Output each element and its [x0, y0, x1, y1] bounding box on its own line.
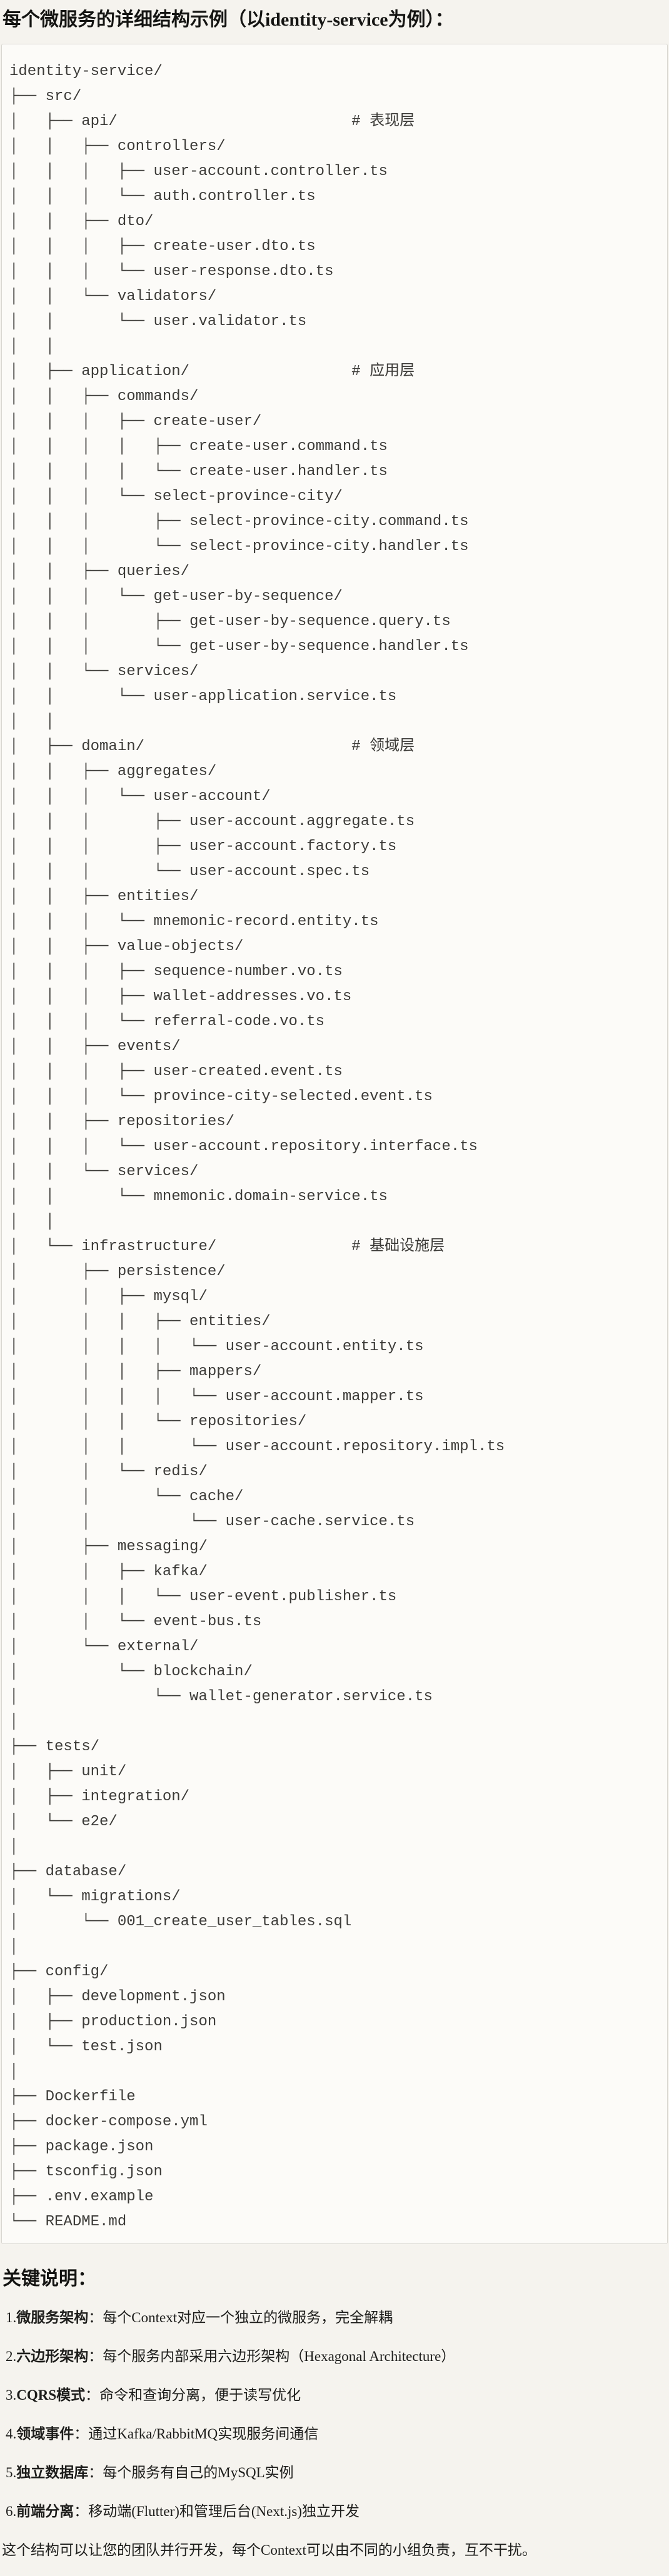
- note-label: 微服务架构: [16, 2310, 89, 2325]
- note-label: 六边形架构: [16, 2348, 89, 2364]
- note-label: CQRS模式: [16, 2387, 86, 2403]
- notes-heading: 关键说明：: [3, 2268, 96, 2289]
- note-label: 独立数据库: [16, 2465, 89, 2480]
- note-number: 6.: [6, 2503, 17, 2519]
- note-item-frontend-split: 6.前端分离：移动端(Flutter)和管理后台(Next.js)独立开发: [6, 2500, 668, 2523]
- note-label: 前端分离: [16, 2503, 74, 2519]
- directory-tree: identity-service/ ├── src/ │ ├── api/ # …: [1, 44, 668, 2244]
- note-item-microservice: 1.微服务架构：每个Context对应一个独立的微服务，完全解耦: [6, 2306, 668, 2330]
- note-item-hexagonal: 2.六边形架构：每个服务内部采用六边形架构（Hexagonal Architec…: [6, 2345, 668, 2368]
- note-item-independent-db: 5.独立数据库：每个服务有自己的MySQL实例: [6, 2461, 668, 2485]
- note-text: ：移动端(Flutter)和管理后台(Next.js)独立开发: [74, 2503, 360, 2519]
- note-number: 2.: [6, 2348, 17, 2364]
- note-item-cqrs: 3.CQRS模式：命令和查询分离，便于读写优化: [6, 2383, 668, 2407]
- note-text: ：通过Kafka/RabbitMQ实现服务间通信: [74, 2426, 319, 2442]
- note-text: ：每个服务有自己的MySQL实例: [88, 2465, 294, 2480]
- page-title: 每个微服务的详细结构示例（以identity-service为例）：: [3, 9, 454, 30]
- note-number: 4.: [6, 2426, 17, 2442]
- note-text: ：命令和查询分离，便于读写优化: [85, 2387, 301, 2403]
- note-text: ：每个Context对应一个独立的微服务，完全解耦: [88, 2310, 393, 2325]
- note-label: 领域事件: [16, 2426, 74, 2442]
- note-number: 5.: [6, 2465, 17, 2480]
- closing-paragraph: 这个结构可以让您的团队并行开发，每个Context可以由不同的小组负责，互不干扰…: [2, 2542, 536, 2558]
- note-number: 1.: [6, 2310, 17, 2325]
- note-text: ：每个服务内部采用六边形架构（Hexagonal Architecture）: [88, 2348, 456, 2364]
- note-number: 3.: [6, 2387, 17, 2403]
- note-item-domain-events: 4.领域事件：通过Kafka/RabbitMQ实现服务间通信: [6, 2422, 668, 2446]
